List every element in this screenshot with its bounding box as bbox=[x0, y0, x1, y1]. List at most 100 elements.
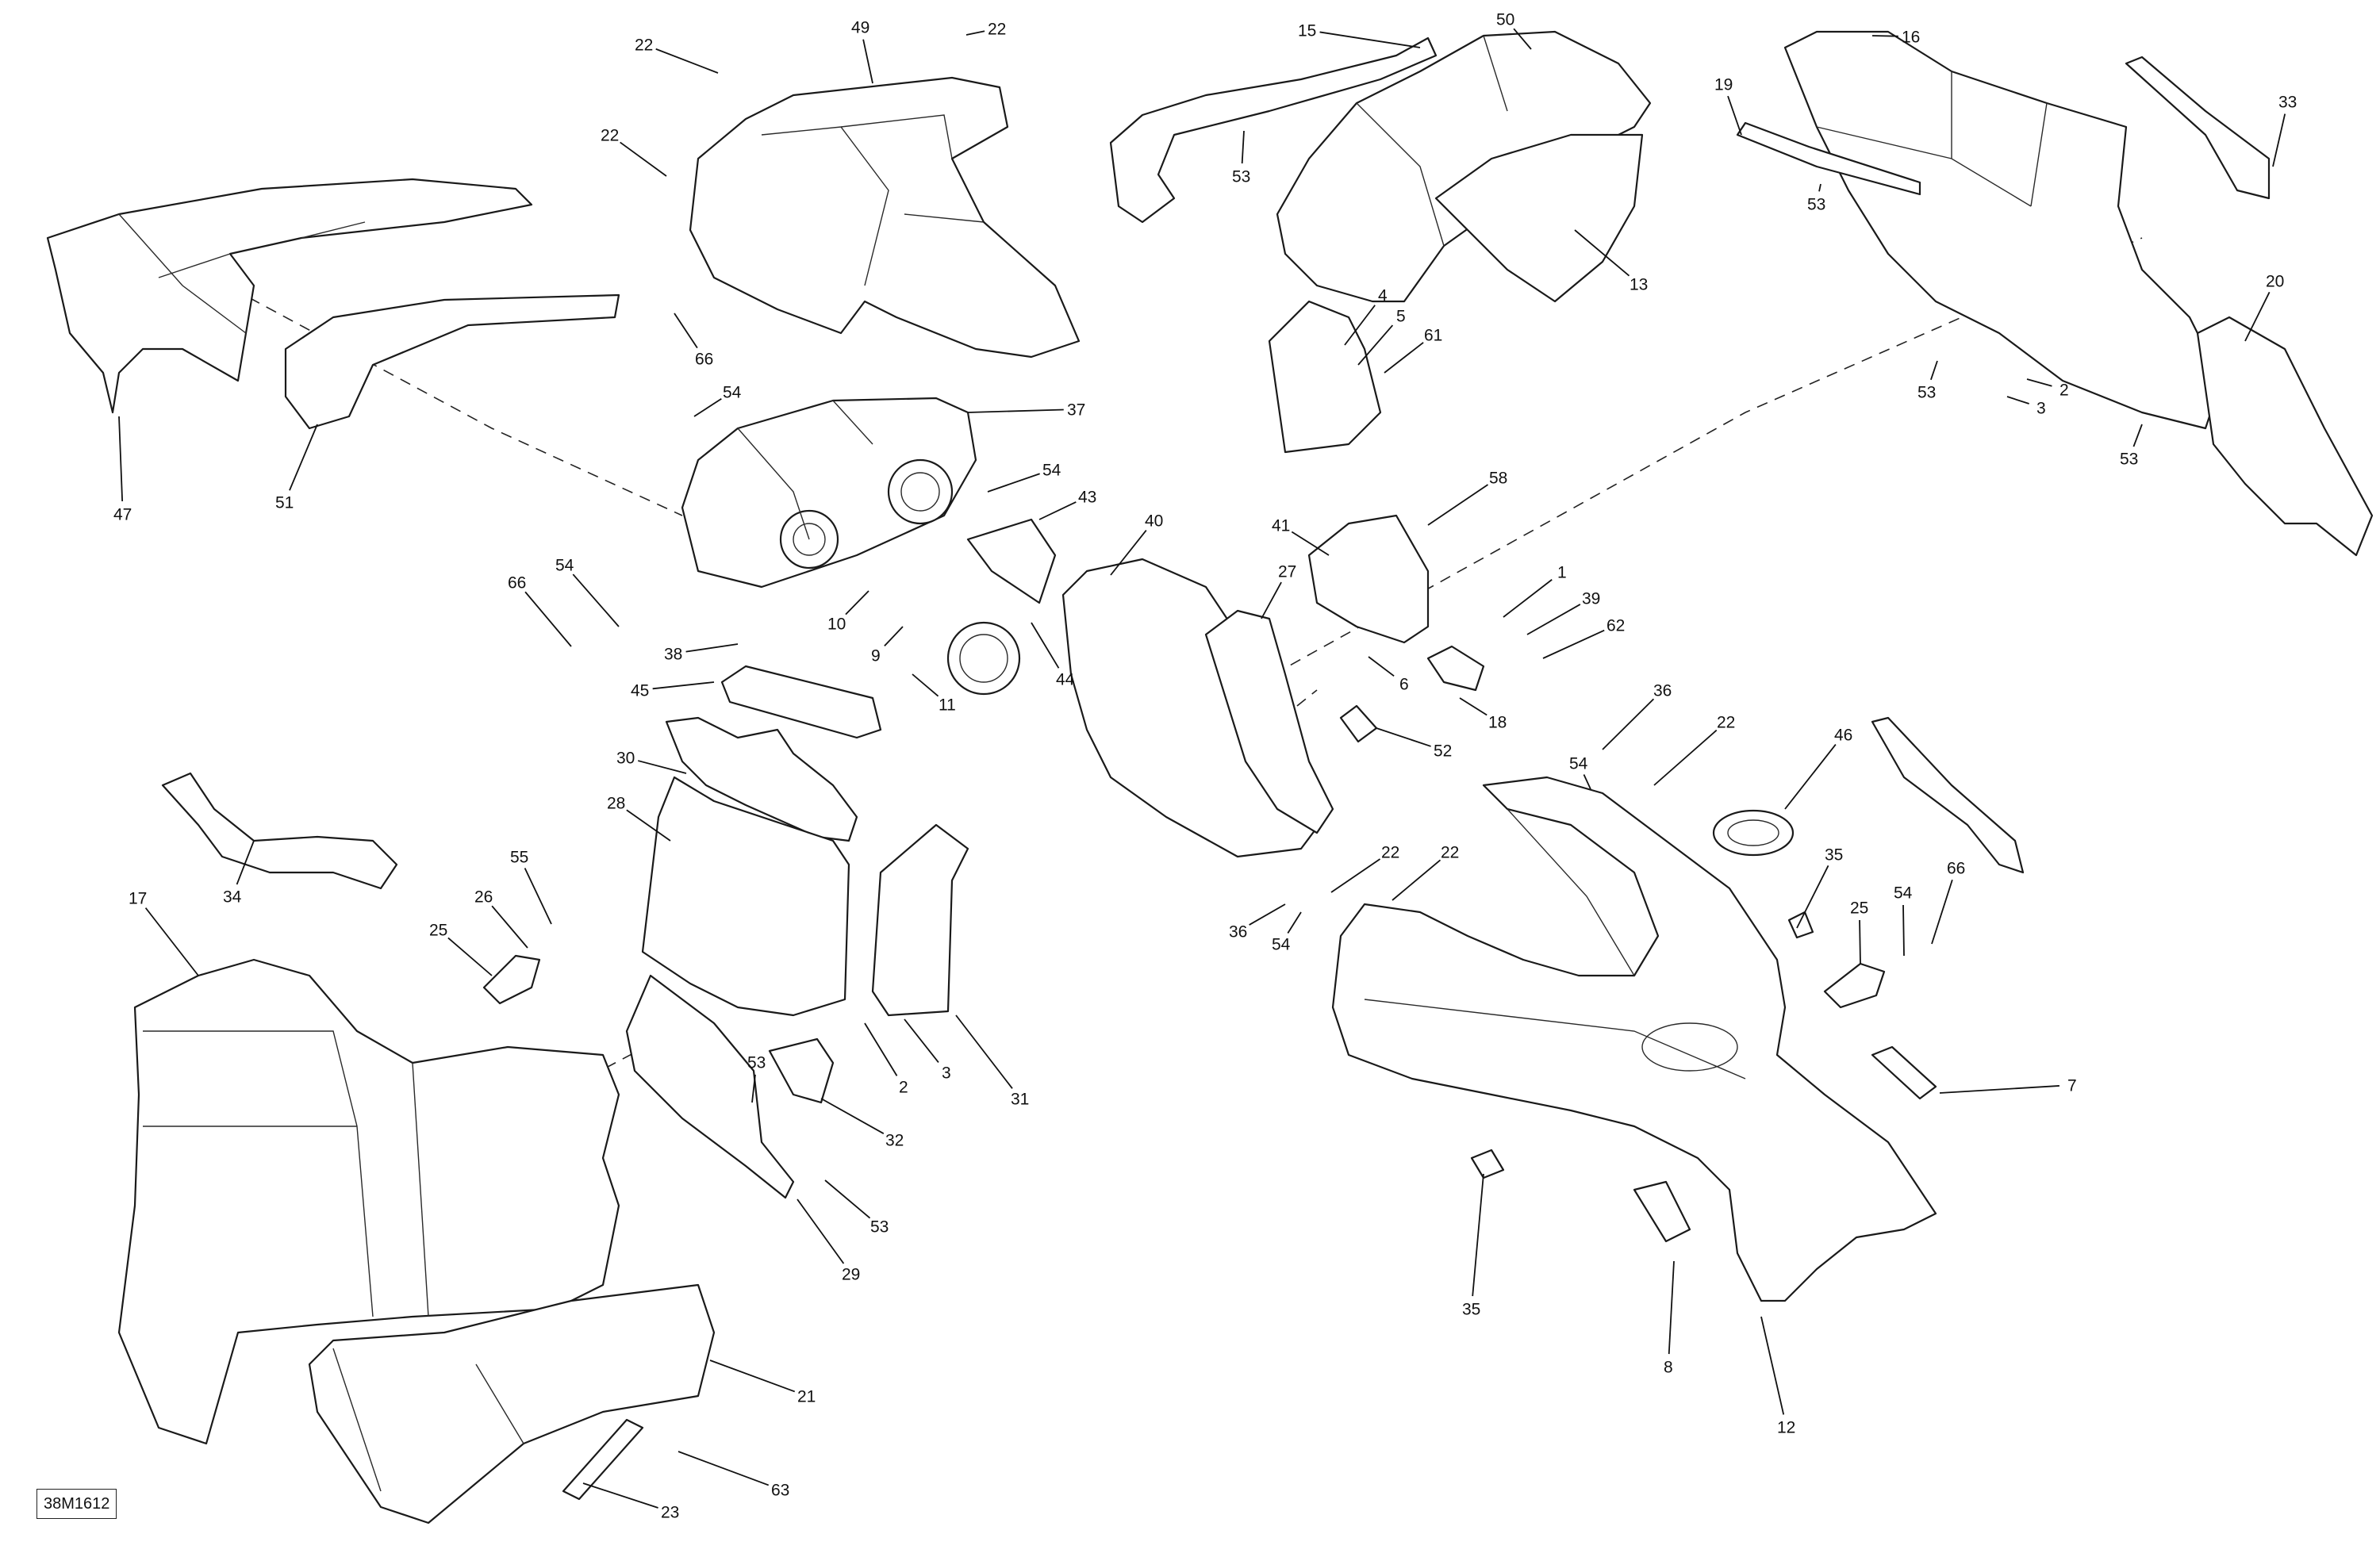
leader-line-c35a bbox=[1796, 865, 1829, 929]
callout-label-c22a: 22 bbox=[635, 36, 653, 55]
callout-label-c9: 9 bbox=[871, 647, 881, 665]
leader-line-c3a bbox=[2006, 396, 2029, 405]
leader-line-c53e bbox=[751, 1074, 756, 1103]
part-45-foam-strip bbox=[720, 665, 882, 739]
leader-line-c5 bbox=[1357, 324, 1394, 366]
leader-line-c20 bbox=[2244, 291, 2271, 342]
callout-label-c3a: 3 bbox=[2036, 400, 2046, 418]
part-27-side-trim bbox=[1204, 609, 1334, 834]
leader-line-c53f bbox=[824, 1179, 871, 1219]
callout-label-c31: 31 bbox=[1011, 1091, 1029, 1109]
part-right-strip bbox=[1871, 716, 2025, 874]
callout-label-c36a: 36 bbox=[1653, 682, 1672, 700]
leader-line-c61 bbox=[1384, 342, 1424, 374]
leader-line-c30 bbox=[638, 760, 687, 774]
callout-label-c25b: 25 bbox=[1850, 899, 1868, 918]
callout-label-c15: 15 bbox=[1298, 22, 1316, 40]
part-34-strap bbox=[161, 772, 398, 890]
callout-label-c16: 16 bbox=[1902, 29, 1920, 47]
leader-line-c11 bbox=[912, 673, 939, 697]
leader-line-c8 bbox=[1668, 1260, 1675, 1355]
leader-line-c4 bbox=[1344, 305, 1376, 346]
callout-label-c54a: 54 bbox=[723, 384, 742, 402]
leader-line-c45 bbox=[652, 681, 715, 690]
callout-label-c26: 26 bbox=[474, 888, 493, 907]
part-41-light-housing bbox=[1307, 514, 1430, 644]
leader-line-c41 bbox=[1291, 531, 1330, 556]
callout-label-c51: 51 bbox=[275, 494, 294, 512]
leader-line-c12 bbox=[1760, 1316, 1785, 1415]
callout-label-c37: 37 bbox=[1067, 401, 1085, 420]
part-29-side-trim bbox=[625, 974, 795, 1199]
callout-label-c35a: 35 bbox=[1825, 846, 1843, 865]
callout-label-c53b: 53 bbox=[1807, 196, 1825, 214]
callout-label-c22b: 22 bbox=[988, 21, 1006, 39]
part-30-bracket bbox=[665, 716, 858, 842]
callout-label-c1: 1 bbox=[1557, 564, 1567, 582]
leader-line-c31 bbox=[955, 1014, 1013, 1089]
leader-line-c18 bbox=[1459, 697, 1488, 716]
leader-line-c7 bbox=[1939, 1085, 2059, 1094]
callout-label-c3b: 3 bbox=[942, 1064, 951, 1083]
callout-label-c45: 45 bbox=[631, 682, 649, 700]
callout-label-c27: 27 bbox=[1278, 563, 1296, 581]
callout-label-c12: 12 bbox=[1777, 1419, 1795, 1437]
part-13-shield bbox=[1434, 133, 1644, 303]
leader-line-c55 bbox=[524, 868, 552, 925]
callout-label-c8: 8 bbox=[1664, 1359, 1673, 1377]
callout-label-c30: 30 bbox=[616, 750, 635, 768]
leader-line-c53b bbox=[1818, 183, 1821, 192]
leader-line-c50 bbox=[1513, 28, 1532, 50]
part-14-bracket bbox=[1268, 300, 1382, 454]
leader-line-c49 bbox=[862, 39, 873, 84]
leader-line-c53d bbox=[2132, 424, 2143, 447]
leader-line-c66b bbox=[524, 591, 572, 647]
leader-line-c53a bbox=[1241, 130, 1245, 164]
callout-label-c54f: 54 bbox=[1272, 936, 1291, 954]
callout-label-c2a: 2 bbox=[2059, 382, 2069, 400]
leader-line-c33 bbox=[2272, 113, 2286, 167]
part-52-pad bbox=[1339, 704, 1378, 743]
leader-line-c40 bbox=[1110, 529, 1147, 576]
callout-label-c62: 62 bbox=[1606, 617, 1625, 635]
callout-label-c20: 20 bbox=[2266, 273, 2284, 291]
leader-line-c15 bbox=[1319, 31, 1421, 48]
callout-label-c49: 49 bbox=[851, 19, 869, 37]
leader-line-c2a bbox=[2026, 378, 2052, 387]
leader-line-c47 bbox=[118, 416, 124, 502]
callout-label-c66a: 66 bbox=[695, 351, 713, 369]
callout-label-c50: 50 bbox=[1496, 11, 1514, 29]
leader-line-c34 bbox=[236, 840, 255, 885]
leader-line-c54b bbox=[987, 473, 1040, 493]
leader-line-c3b bbox=[904, 1018, 939, 1063]
leader-line-c27 bbox=[1261, 581, 1282, 619]
callout-label-c35b: 35 bbox=[1462, 1301, 1480, 1319]
leader-line-c54c bbox=[572, 573, 620, 627]
leader-line-c22b bbox=[965, 30, 985, 36]
part-11-bulb-cap bbox=[946, 621, 1021, 696]
leader-line-c63 bbox=[678, 1451, 770, 1486]
part-46-fuel-cap-ring bbox=[1712, 809, 1795, 857]
callout-label-c54e: 54 bbox=[1894, 884, 1913, 903]
callout-label-c28: 28 bbox=[607, 795, 625, 813]
callout-label-c23: 23 bbox=[661, 1504, 679, 1522]
callout-label-c47: 47 bbox=[113, 506, 132, 524]
callout-label-c40: 40 bbox=[1145, 512, 1163, 531]
callout-label-c5: 5 bbox=[1396, 308, 1406, 326]
leader-line-c17 bbox=[144, 907, 199, 976]
part-31-side-panel bbox=[871, 823, 969, 1017]
callout-label-c36b: 36 bbox=[1229, 923, 1247, 941]
leader-line-c43 bbox=[1038, 501, 1077, 520]
part-33-strip bbox=[2125, 56, 2271, 200]
leader-line-c53c bbox=[1930, 360, 1938, 381]
part-18-bracket bbox=[1426, 645, 1485, 692]
callout-label-c53e: 53 bbox=[747, 1054, 766, 1072]
callout-label-c29: 29 bbox=[842, 1266, 860, 1284]
leader-line-c38 bbox=[685, 643, 739, 653]
leader-line-c25a bbox=[447, 937, 493, 976]
leader-line-c22e bbox=[1330, 858, 1381, 893]
callout-label-c61: 61 bbox=[1424, 327, 1442, 345]
callout-label-c21: 21 bbox=[797, 1388, 816, 1406]
